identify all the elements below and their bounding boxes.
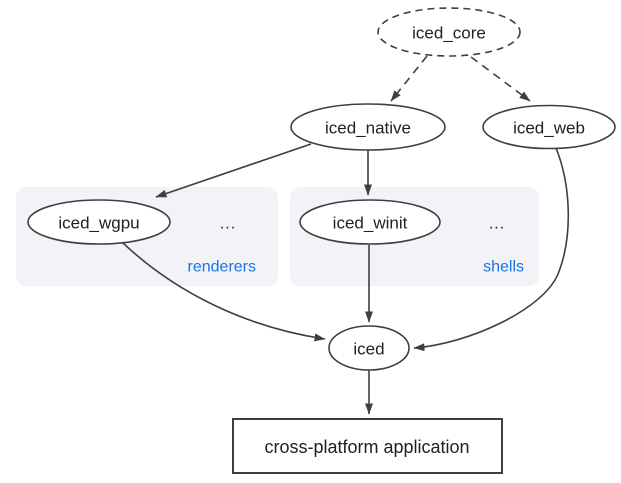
- shells-ellipsis: ...: [489, 216, 505, 233]
- iced-label: iced: [353, 340, 384, 359]
- node-iced-winit: iced_winit: [299, 199, 441, 245]
- iced-wgpu-label: iced_wgpu: [58, 214, 139, 233]
- iced-native-ellipse: [290, 103, 446, 151]
- iced-web-label: iced_web: [513, 119, 585, 138]
- application-label: cross-platform application: [264, 437, 469, 457]
- edge-iced-core-to-iced-web: [470, 56, 531, 102]
- iced-web-ellipse: [482, 104, 616, 150]
- node-iced-wgpu: iced_wgpu: [27, 199, 171, 245]
- node-cross-platform-application: cross-platform application: [232, 418, 503, 474]
- iced-ellipse: [328, 325, 410, 371]
- node-iced-core: iced_core: [377, 7, 521, 57]
- shells-group-label: shells: [483, 259, 524, 276]
- iced-core-ellipse: [377, 7, 521, 57]
- application-box: [232, 418, 503, 474]
- renderers-ellipsis: ...: [220, 216, 236, 233]
- node-iced: iced: [328, 325, 410, 371]
- iced-winit-label: iced_winit: [333, 214, 408, 233]
- edge-iced-native-to-iced-wgpu: [155, 143, 312, 198]
- renderers-group-label: renderers: [188, 259, 256, 276]
- node-iced-native: iced_native: [290, 103, 446, 151]
- iced-winit-ellipse: [299, 199, 441, 245]
- iced-wgpu-ellipse: [27, 199, 171, 245]
- iced-core-label: iced_core: [412, 24, 486, 43]
- iced-native-label: iced_native: [325, 119, 411, 138]
- edge-iced-web-to-iced: [413, 147, 570, 352]
- edge-iced-core-to-iced-native: [390, 55, 428, 102]
- edge-iced-wgpu-to-iced: [122, 242, 326, 342]
- node-iced-web: iced_web: [482, 104, 616, 150]
